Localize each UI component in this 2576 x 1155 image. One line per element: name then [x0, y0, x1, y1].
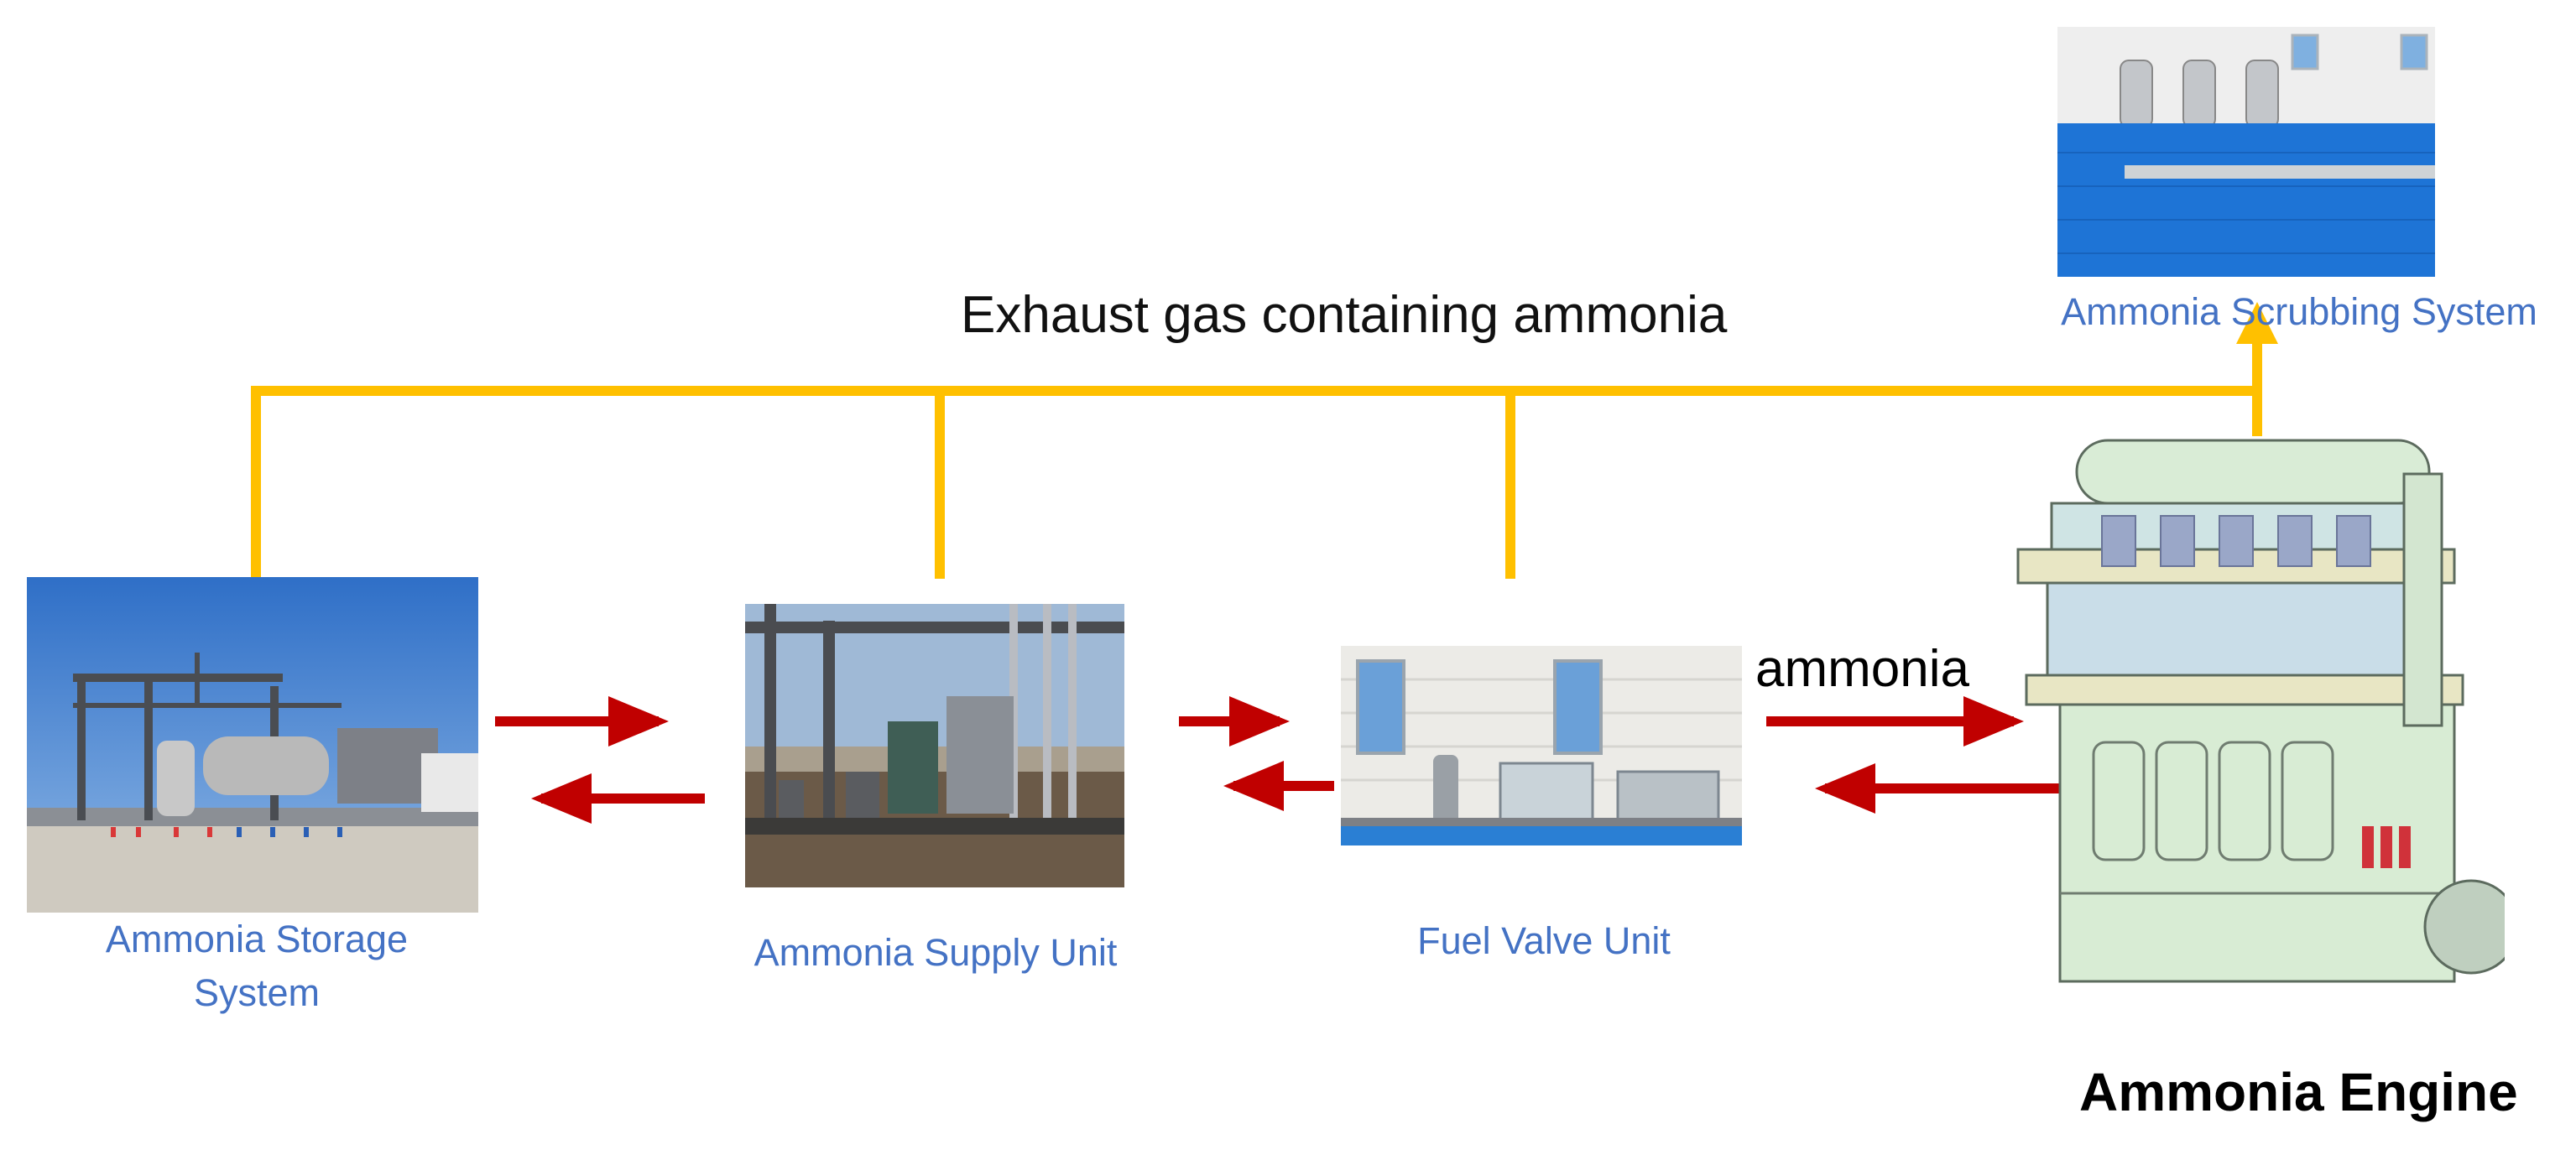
fuel-valve-photo	[1341, 646, 1742, 845]
ammonia-storage-photo	[27, 577, 478, 913]
ammonia-supply-label: Ammonia Supply Unit	[713, 926, 1158, 980]
ammonia-scrubber-label: Ammonia Scrubbing System	[2031, 285, 2568, 339]
exhaust-gas-line	[256, 344, 2257, 579]
ammonia-flow-label: ammonia	[1755, 639, 1969, 699]
ammonia-engine-label: Ammonia Engine	[2079, 1061, 2518, 1123]
ammonia-engine-render	[2001, 424, 2505, 1023]
ammonia-scrubber-photo	[2057, 27, 2435, 277]
fuel-valve-label: Fuel Valve Unit	[1343, 914, 1745, 968]
exhaust-gas-label: Exhaust gas containing ammonia	[961, 285, 1727, 345]
ammonia-supply-photo	[745, 604, 1124, 887]
ammonia-storage-label: Ammonia Storage System	[55, 913, 458, 1020]
